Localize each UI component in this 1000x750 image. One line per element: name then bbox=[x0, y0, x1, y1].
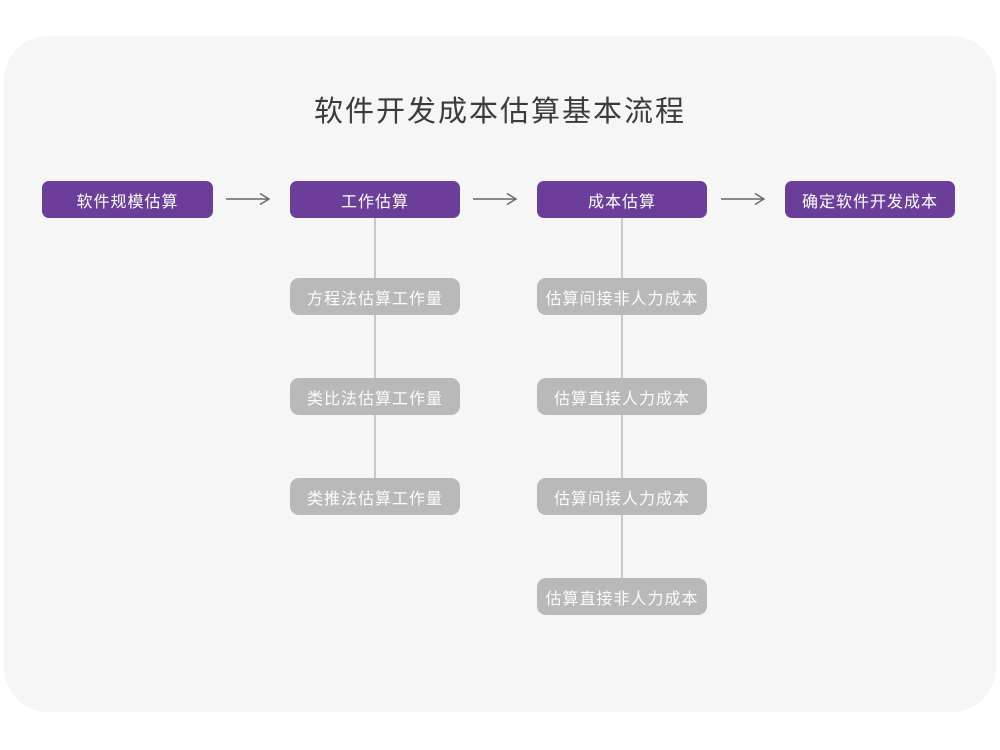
cost-step-node-indirect-labor: 估算间接人力成本 bbox=[537, 478, 707, 515]
cost-step-node-direct-nonlabor: 估算直接非人力成本 bbox=[537, 578, 707, 615]
arrow-right-icon bbox=[224, 192, 274, 206]
connector-work-column bbox=[374, 217, 376, 502]
canvas-card bbox=[4, 36, 996, 712]
cost-step-node-indirect-nonlabor: 估算间接非人力成本 bbox=[537, 278, 707, 315]
flow-node-work-estimation: 工作估算 bbox=[290, 181, 460, 218]
arrow-right-icon bbox=[719, 192, 769, 206]
work-method-node-extrapolation: 类推法估算工作量 bbox=[290, 478, 460, 515]
flow-node-cost-estimation: 成本估算 bbox=[537, 181, 707, 218]
flow-node-determine-dev-cost: 确定软件开发成本 bbox=[785, 181, 955, 218]
cost-step-node-direct-labor: 估算直接人力成本 bbox=[537, 378, 707, 415]
arrow-right-icon bbox=[471, 192, 521, 206]
work-method-node-analogy: 类比法估算工作量 bbox=[290, 378, 460, 415]
work-method-node-equation: 方程法估算工作量 bbox=[290, 278, 460, 315]
flow-node-software-scale-estimation: 软件规模估算 bbox=[42, 181, 213, 218]
diagram-title: 软件开发成本估算基本流程 bbox=[313, 96, 686, 128]
